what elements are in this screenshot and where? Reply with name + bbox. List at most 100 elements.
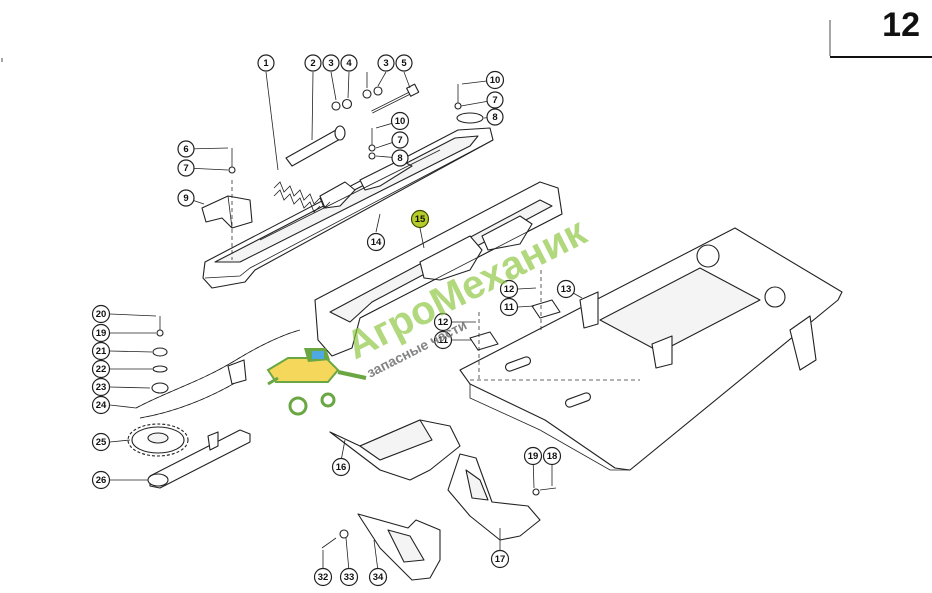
callout-18: 18 xyxy=(542,446,562,466)
callout-circle xyxy=(304,54,322,72)
callout-circle xyxy=(433,312,453,332)
callout-circle xyxy=(91,359,111,379)
spring-part-1 xyxy=(273,181,331,213)
callout-22: 22 xyxy=(91,359,111,379)
callout-label: 8 xyxy=(397,153,402,164)
callout-circle xyxy=(556,279,576,299)
callout-label: 7 xyxy=(183,163,188,174)
callout-10: 10 xyxy=(390,111,410,131)
callout-circle xyxy=(499,279,519,299)
callout-5: 5 xyxy=(395,54,413,72)
callout-circle xyxy=(486,108,504,126)
callout-15: 15 xyxy=(410,209,430,229)
callout-3: 3 xyxy=(322,54,340,72)
callout-8: 8 xyxy=(486,108,504,126)
callout-leaders xyxy=(109,71,583,572)
callout-6: 6 xyxy=(177,140,195,158)
callout-circle xyxy=(91,395,111,415)
callout-circle xyxy=(177,159,195,177)
callout-circle xyxy=(322,54,340,72)
callout-1: 1 xyxy=(257,54,275,72)
callout-circle xyxy=(390,111,410,131)
nuts-parts-3-4 xyxy=(331,86,383,111)
callout-label: 7 xyxy=(397,135,402,146)
callout-circle xyxy=(177,140,195,158)
callout-circle xyxy=(177,189,195,207)
callout-12: 12 xyxy=(499,279,519,299)
callout-circle xyxy=(433,330,453,350)
callout-circle xyxy=(313,567,333,587)
callout-circle xyxy=(257,54,275,72)
callout-circle xyxy=(368,567,388,587)
callout-label: 21 xyxy=(96,346,107,357)
callout-13: 13 xyxy=(556,279,576,299)
drive-chain-part-24 xyxy=(135,329,301,419)
frame-corner-marks xyxy=(1,20,831,62)
callout-circle xyxy=(542,446,562,466)
callout-4: 4 xyxy=(340,54,358,72)
callout-3: 3 xyxy=(377,54,395,72)
callout-34: 34 xyxy=(368,567,388,587)
brackets-part-11 xyxy=(469,270,561,380)
callout-label: 11 xyxy=(504,302,515,313)
callout-label: 12 xyxy=(438,317,449,328)
callout-circle xyxy=(391,149,409,167)
callout-label: 20 xyxy=(96,309,107,320)
guard-part-16 xyxy=(329,419,461,481)
pin-part-2 xyxy=(285,125,346,167)
callout-label: 33 xyxy=(344,572,355,583)
callout-label: 7 xyxy=(492,95,497,106)
callout-circle xyxy=(410,209,430,229)
callout-circle xyxy=(91,323,111,343)
callout-label: 19 xyxy=(96,328,107,339)
callout-circle xyxy=(395,54,413,72)
callout-16: 16 xyxy=(331,457,351,477)
callout-label: 22 xyxy=(96,364,107,375)
guide-rail-part-15 xyxy=(314,181,563,357)
callout-circle xyxy=(485,70,505,90)
callout-label: 8 xyxy=(492,112,497,123)
callout-label: 5 xyxy=(401,58,407,69)
callout-circle xyxy=(523,446,543,466)
bracket-part-9 xyxy=(201,180,253,260)
callout-circle xyxy=(91,304,111,324)
callout-11: 11 xyxy=(499,297,519,317)
callout-label: 13 xyxy=(561,284,572,295)
callout-26: 26 xyxy=(91,470,111,490)
callout-label: 15 xyxy=(415,214,426,225)
callout-label: 23 xyxy=(96,382,107,393)
callout-21: 21 xyxy=(91,341,111,361)
callout-7: 7 xyxy=(391,131,409,149)
callout-circle xyxy=(499,297,519,317)
callout-label: 16 xyxy=(336,462,347,473)
callout-circle xyxy=(91,377,111,397)
callout-label: 12 xyxy=(504,284,515,295)
callout-circle xyxy=(339,567,359,587)
callout-circle xyxy=(391,131,409,149)
callout-label: 11 xyxy=(438,335,449,346)
callout-label: 26 xyxy=(96,475,107,486)
callout-19: 19 xyxy=(91,323,111,343)
page-number-rule xyxy=(830,56,932,58)
callout-label: 9 xyxy=(183,193,188,204)
callout-25: 25 xyxy=(91,432,111,452)
callout-14: 14 xyxy=(366,232,386,252)
callout-label: 34 xyxy=(373,572,384,583)
callout-label: 1 xyxy=(263,58,269,69)
fasteners-bottom xyxy=(321,529,349,549)
callout-circle xyxy=(377,54,395,72)
tension-lever-part-26 xyxy=(147,429,251,489)
callout-17: 17 xyxy=(490,549,510,569)
callout-label: 6 xyxy=(183,144,188,155)
callout-10: 10 xyxy=(485,70,505,90)
callout-9: 9 xyxy=(177,189,195,207)
callout-label: 19 xyxy=(528,451,539,462)
callout-label: 3 xyxy=(328,58,333,69)
callout-label: 25 xyxy=(96,437,107,448)
fasteners-upper xyxy=(228,84,484,174)
callout-circle xyxy=(366,232,386,252)
callout-7: 7 xyxy=(177,159,195,177)
callout-circle xyxy=(91,432,111,452)
